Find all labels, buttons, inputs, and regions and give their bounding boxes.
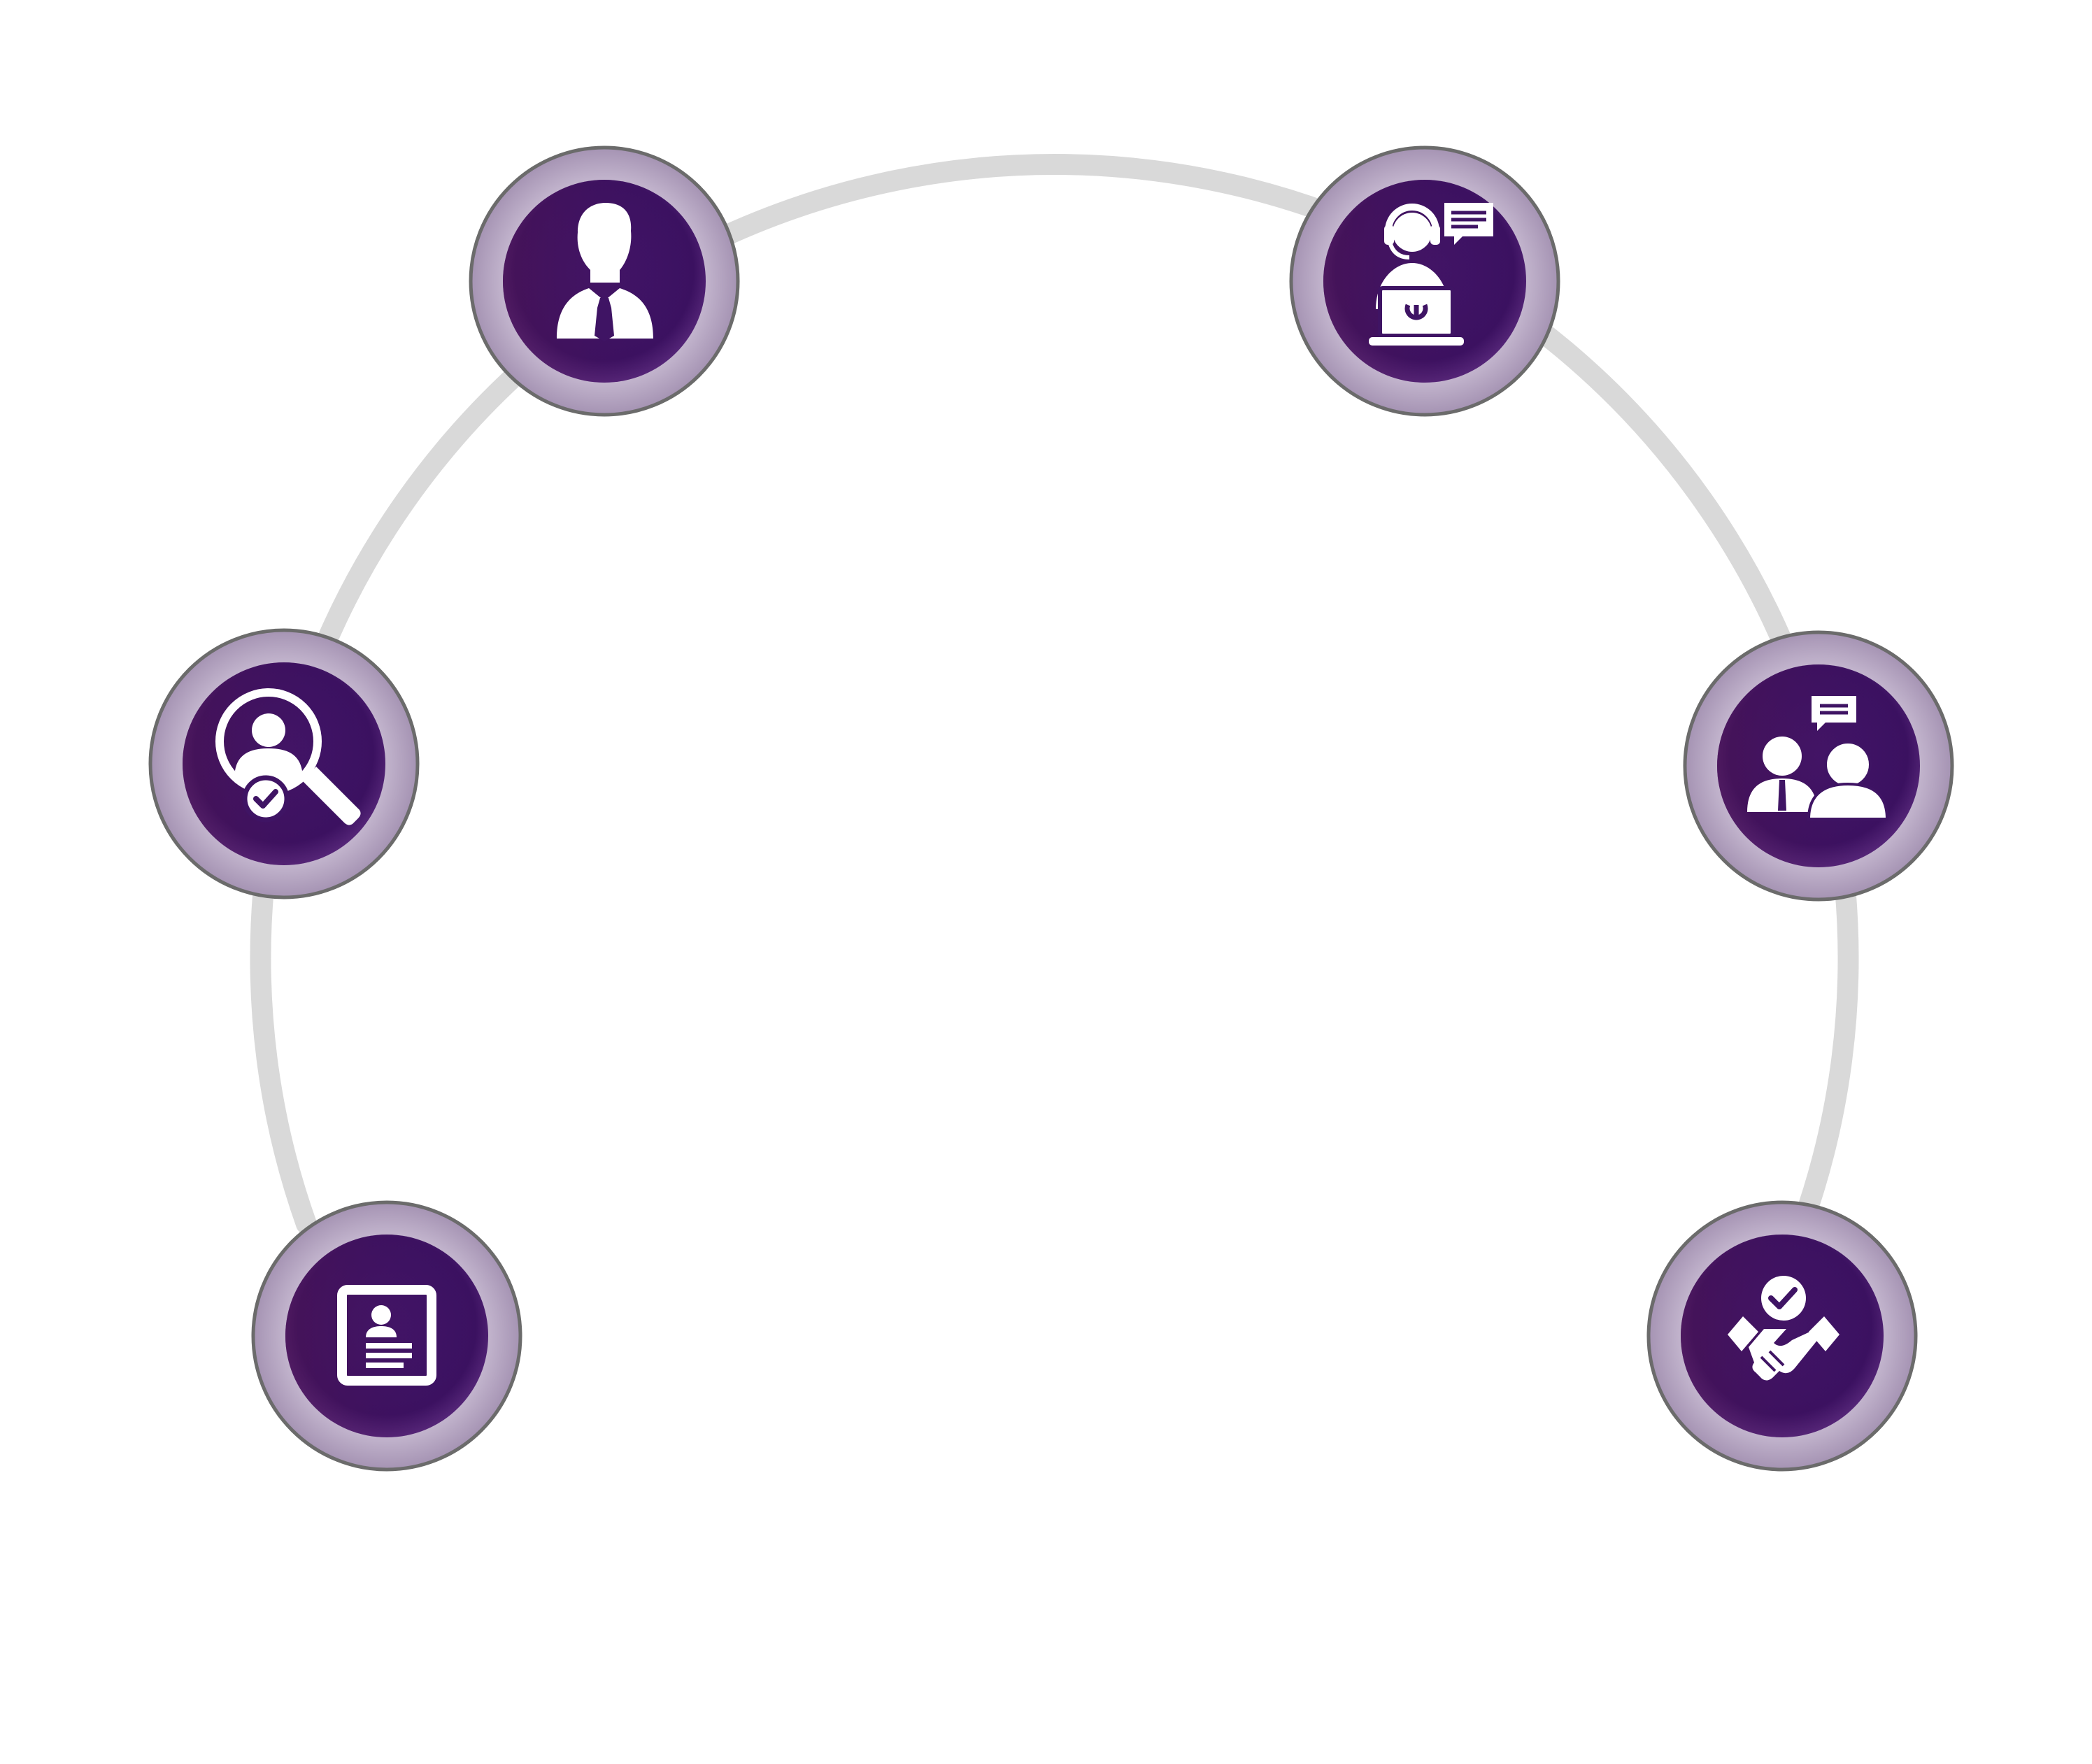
- cycle-node: [1683, 630, 1954, 902]
- team-discussion-icon: [1747, 696, 1889, 820]
- candidate-search-icon: [215, 688, 361, 825]
- cycle-node: [469, 145, 740, 417]
- cycle-node: [1646, 1200, 1918, 1472]
- resume-document-icon: [337, 1285, 436, 1386]
- cycle-node: [148, 628, 420, 899]
- support-agent-icon: [1369, 203, 1493, 346]
- businessman-icon: [557, 203, 653, 341]
- cycle-nodes: [148, 145, 1954, 1472]
- handshake-agreement-icon: [1728, 1276, 1840, 1381]
- cycle-node: [251, 1200, 522, 1472]
- cycle-node: [1289, 145, 1560, 417]
